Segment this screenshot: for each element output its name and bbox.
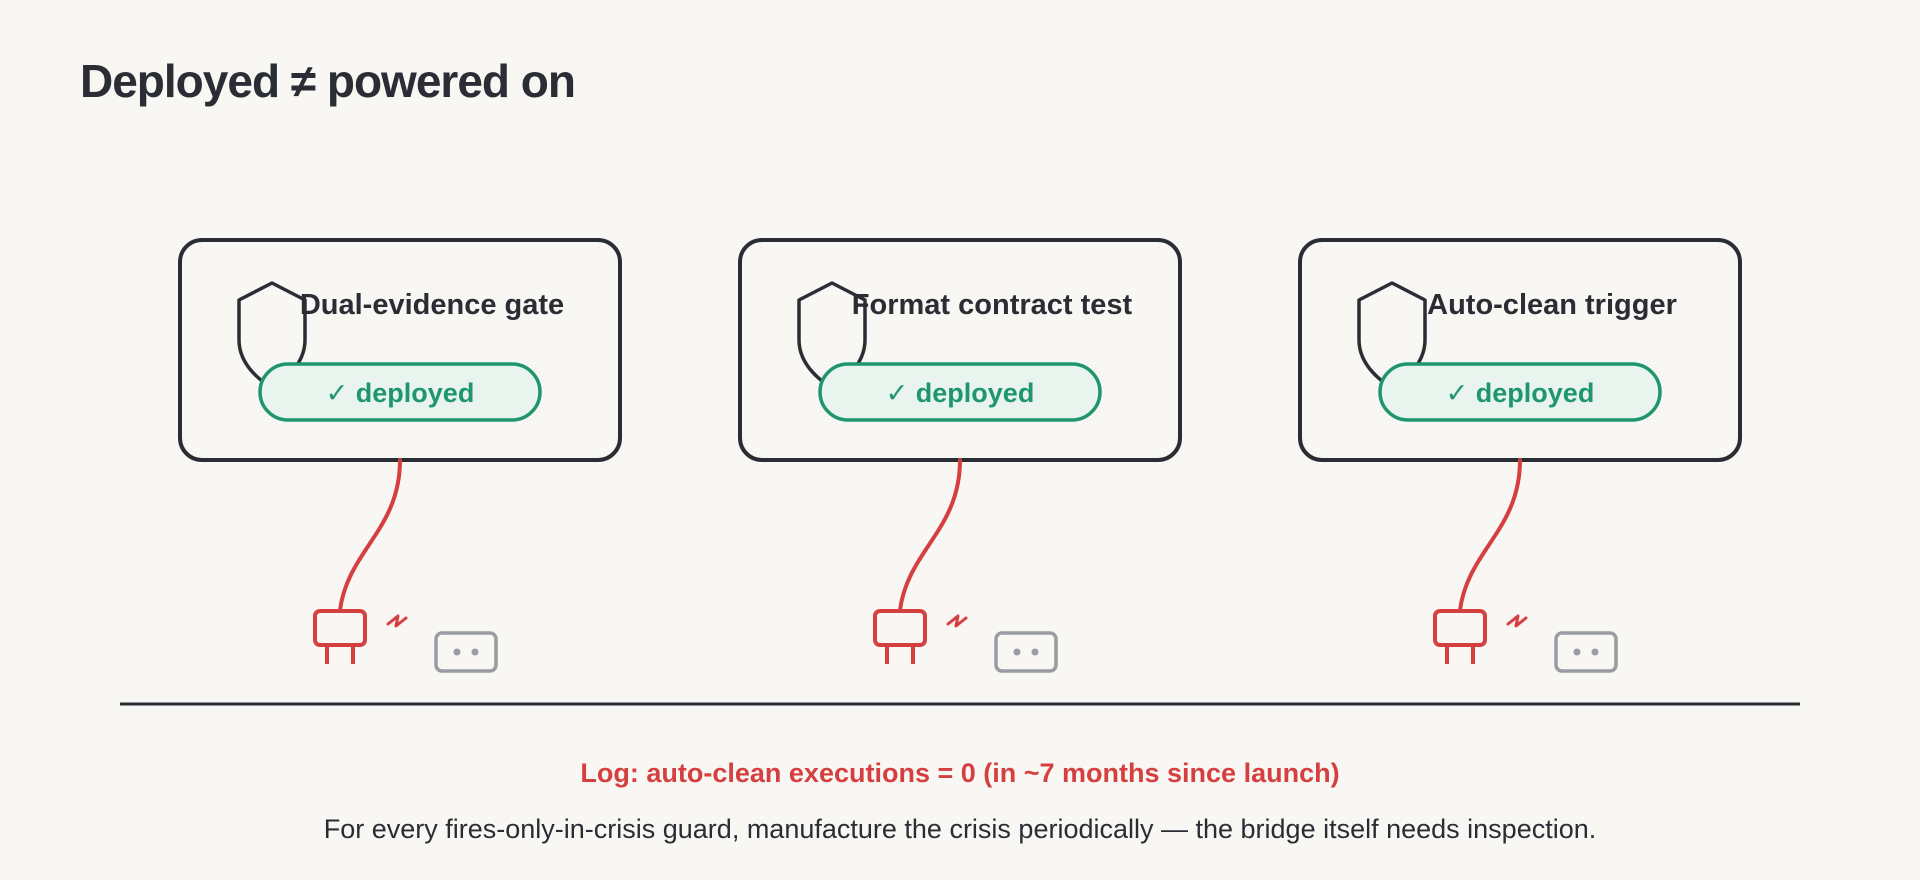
log-line: Log: auto-clean executions = 0 (in ~7 mo… <box>580 758 1340 788</box>
takeaway: For every fires-only-in-crisis guard, ma… <box>323 814 1597 844</box>
plug-icon <box>1433 609 1487 664</box>
power-cable <box>1458 458 1522 612</box>
card-title: Format contract test <box>852 289 1133 321</box>
card-title: Auto-clean trigger <box>1427 289 1677 321</box>
power-cable <box>898 458 962 612</box>
badge-label: ✓ deployed <box>326 378 475 408</box>
card-frame <box>178 238 622 462</box>
deployed-badge: ✓ deployed <box>818 362 1102 422</box>
socket-icon <box>1554 631 1618 673</box>
spark-icon <box>386 614 408 628</box>
plug-icon <box>873 609 927 664</box>
card-title: Dual-evidence gate <box>300 289 564 321</box>
deployed-badge: ✓ deployed <box>1378 362 1662 422</box>
page-title: Deployed ≠ powered on <box>80 55 576 107</box>
spark-icon <box>1506 614 1528 628</box>
badge-label: ✓ deployed <box>886 378 1035 408</box>
guard-card: Format contract test ✓ deployed <box>738 238 1182 673</box>
card-frame <box>1298 238 1742 462</box>
power-cable <box>338 458 402 612</box>
socket-icon <box>994 631 1058 673</box>
card-frame <box>738 238 1182 462</box>
deployed-badge: ✓ deployed <box>258 362 542 422</box>
spark-icon <box>946 614 968 628</box>
guard-card: Auto-clean trigger ✓ deployed <box>1298 238 1742 673</box>
badge-label: ✓ deployed <box>1446 378 1595 408</box>
guard-card: Dual-evidence gate ✓ deployed <box>178 238 622 673</box>
socket-icon <box>434 631 498 673</box>
plug-icon <box>313 609 367 664</box>
